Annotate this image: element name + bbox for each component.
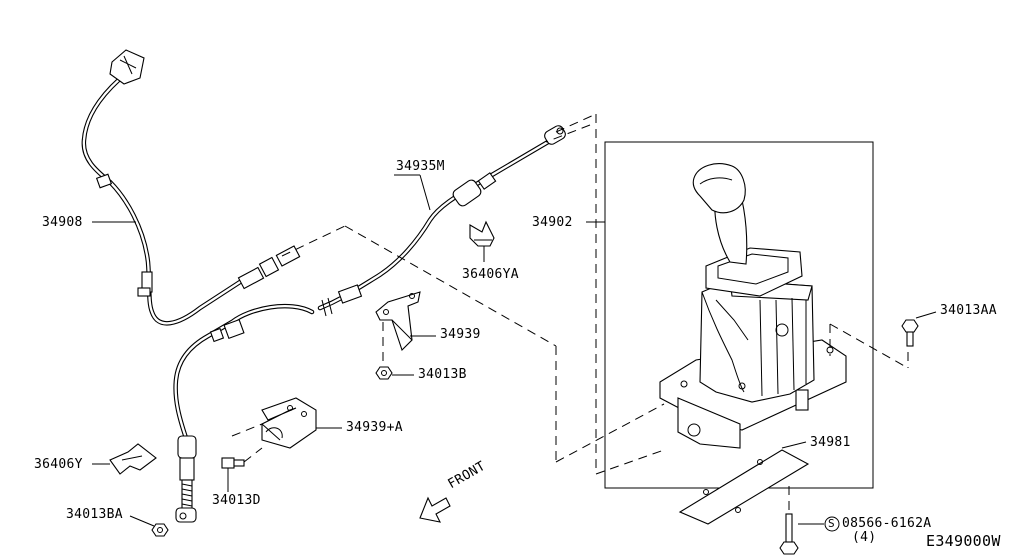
- bracket-34939: [375, 291, 421, 352]
- label-36406y: 36406Y: [34, 457, 83, 472]
- label-08566-6162a: 08566-6162A: [842, 516, 932, 531]
- cable-34935m: [173, 125, 566, 523]
- clip-36406ya: [469, 220, 495, 247]
- shifter-assembly-34902: [659, 163, 847, 449]
- label-34981: 34981: [810, 435, 851, 450]
- bolt-34013aa-icon: [901, 319, 919, 347]
- label-34939a: 34939+A: [346, 420, 403, 435]
- bolt-08566-icon: [779, 513, 799, 555]
- diagram-id: E349000W: [926, 532, 1001, 550]
- clip-36406y: [109, 443, 157, 475]
- threaded-rod-icon: [181, 479, 193, 511]
- label-bolt-qty: (4): [852, 530, 877, 545]
- label-34908: 34908: [42, 215, 83, 230]
- label-34939: 34939: [440, 327, 481, 342]
- label-36406ya: 36406YA: [462, 267, 519, 282]
- label-34013d: 34013D: [212, 493, 261, 508]
- s-symbol-letter: S: [828, 517, 835, 530]
- s-symbol-icon: [824, 516, 840, 532]
- cover-plate-34981: [678, 449, 810, 525]
- nut-34013ba-icon: [151, 523, 169, 537]
- nut-icon: [375, 366, 393, 380]
- bracket-34939a: [261, 397, 317, 449]
- label-34013aa: 34013AA: [940, 303, 997, 318]
- front-arrow-icon: [419, 496, 451, 523]
- label-34935m: 34935M: [396, 159, 445, 174]
- cable-34908: [81, 49, 301, 326]
- shift-knob-icon: [692, 163, 746, 214]
- label-34013ba: 34013BA: [66, 507, 123, 522]
- bolt-34013d-icon: [221, 457, 245, 469]
- label-34013b: 34013B: [418, 367, 467, 382]
- connector-icon: [109, 49, 145, 85]
- label-34902: 34902: [532, 215, 573, 230]
